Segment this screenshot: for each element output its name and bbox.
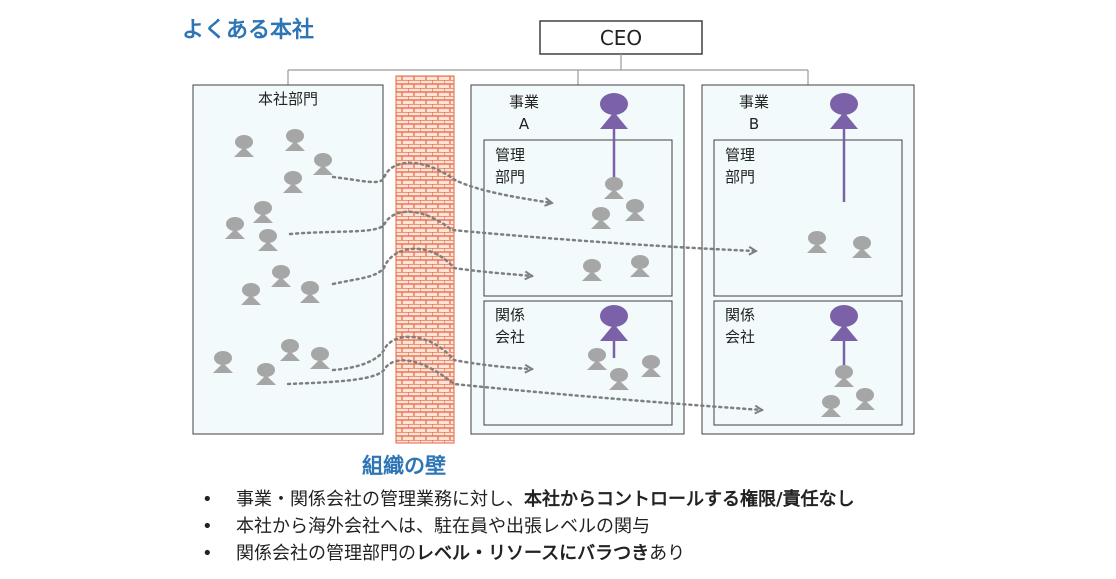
arrows bbox=[286, 161, 762, 410]
leader-business-b-icon bbox=[830, 93, 858, 129]
staff-person-icon bbox=[834, 365, 854, 387]
staff-person-icon bbox=[587, 348, 607, 370]
staff-icons bbox=[213, 129, 875, 417]
hq-label: 本社部門 bbox=[258, 90, 318, 108]
staff-person-icon bbox=[591, 207, 611, 229]
staff-person-icon bbox=[225, 217, 245, 239]
staff-person-icon bbox=[271, 265, 291, 287]
leader-business-a-icon bbox=[600, 93, 628, 129]
staff-person-icon bbox=[313, 153, 333, 175]
staff-person-icon bbox=[258, 229, 278, 251]
business-a-admin-line2: 部門 bbox=[495, 168, 525, 186]
arrow-hq-to-affiliate-a bbox=[331, 335, 532, 370]
arrow-hq-to-admin-a-2 bbox=[331, 247, 532, 286]
staff-person-icon bbox=[253, 201, 273, 223]
business-b-affiliate-line1: 関係 bbox=[725, 306, 755, 324]
org-diagram: CEO 本社部門 事業 A 管理 部門 関係 会社 事業 B 管理 部門 関係 … bbox=[192, 20, 915, 444]
business-b-admin-box bbox=[713, 139, 903, 297]
bullet-item-1: 事業・関係会社の管理業務に対し、本社からコントロールする権限/責任なし bbox=[200, 486, 855, 513]
staff-person-icon bbox=[625, 199, 645, 221]
bullet-list: 事業・関係会社の管理業務に対し、本社からコントロールする権限/責任なし 本社から… bbox=[200, 486, 855, 567]
staff-person-icon bbox=[256, 363, 276, 385]
staff-person-icon bbox=[852, 236, 872, 258]
business-b-label-line2: B bbox=[749, 115, 759, 133]
staff-person-icon bbox=[604, 177, 624, 199]
staff-person-icon bbox=[280, 339, 300, 361]
staff-person-icon bbox=[630, 255, 650, 277]
staff-person-icon bbox=[234, 135, 254, 157]
staff-person-icon bbox=[213, 351, 233, 373]
staff-person-icon bbox=[807, 231, 827, 253]
staff-person-icon bbox=[821, 395, 841, 417]
business-a-affiliate-line1: 関係 bbox=[495, 306, 525, 324]
bullet-item-2: 本社から海外会社へは、駐在員や出張レベルの関与 bbox=[200, 513, 855, 540]
staff-person-icon bbox=[310, 347, 330, 369]
staff-person-icon bbox=[855, 388, 875, 410]
ceo-label: CEO bbox=[600, 26, 642, 50]
staff-person-icon bbox=[582, 259, 602, 281]
business-a-label-line1: 事業 bbox=[509, 93, 539, 111]
business-a-admin-line1: 管理 bbox=[495, 146, 525, 164]
bullet-item-3-emphasis: レベル・リソースにバラつき bbox=[416, 543, 650, 564]
arrow-hq-to-admin-a-1 bbox=[331, 161, 552, 203]
org-connectors bbox=[287, 54, 809, 85]
staff-person-icon bbox=[241, 283, 261, 305]
staff-person-icon bbox=[641, 355, 661, 377]
business-b-admin-line1: 管理 bbox=[725, 146, 755, 164]
arrow-hq-to-admin-b bbox=[288, 210, 756, 251]
business-a-affiliate-line2: 会社 bbox=[495, 328, 525, 346]
leader-affiliate-a-icon bbox=[600, 305, 628, 341]
leader-lines bbox=[612, 128, 846, 367]
leader-affiliate-b-icon bbox=[830, 305, 858, 341]
wall-label: 組織の壁 bbox=[362, 454, 446, 478]
business-b-affiliate-box bbox=[713, 300, 903, 426]
business-b-admin-line2: 部門 bbox=[725, 168, 755, 186]
business-a-affiliate-box bbox=[483, 300, 673, 426]
ceo-box bbox=[539, 20, 703, 55]
hq-box bbox=[192, 84, 384, 435]
staff-person-icon bbox=[283, 171, 303, 193]
bullet-item-3: 関係会社の管理部門のレベル・リソースにバラつきあり bbox=[200, 540, 855, 567]
staff-person-icon bbox=[285, 129, 305, 151]
staff-person-icon bbox=[300, 281, 320, 303]
business-a-label-line2: A bbox=[519, 115, 530, 133]
arrow-hq-to-affiliate-b bbox=[286, 359, 762, 410]
bullet-item-1-emphasis: 本社からコントロールする権限/責任なし bbox=[524, 489, 855, 510]
business-b-affiliate-line2: 会社 bbox=[725, 328, 755, 346]
business-b-label-line1: 事業 bbox=[739, 93, 769, 111]
page-title: よくある本社 bbox=[182, 18, 315, 43]
staff-person-icon bbox=[609, 368, 629, 390]
